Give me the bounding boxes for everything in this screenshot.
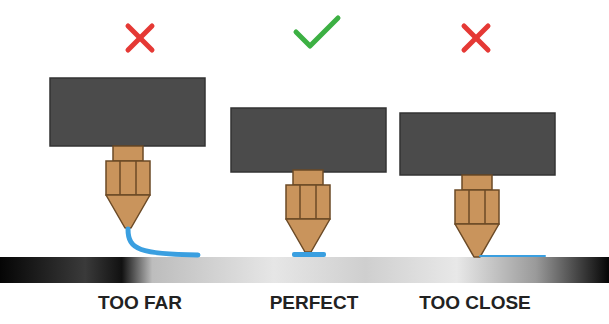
state-label: TOO CLOSE [419, 292, 531, 314]
wrong-mark [128, 26, 152, 50]
nozzle [286, 170, 330, 252]
nozzle [106, 146, 150, 228]
print-bed [0, 257, 609, 283]
state-label: PERFECT [270, 292, 359, 314]
heater-block [400, 113, 555, 175]
heater-block [50, 78, 205, 146]
state-label: TOO FAR [98, 292, 182, 314]
filament [292, 252, 326, 257]
filament [128, 229, 198, 255]
wrong-mark [464, 26, 488, 50]
correct-mark [296, 18, 338, 46]
heater-block [231, 108, 386, 172]
filament [480, 255, 545, 257]
nozzle [455, 175, 499, 257]
